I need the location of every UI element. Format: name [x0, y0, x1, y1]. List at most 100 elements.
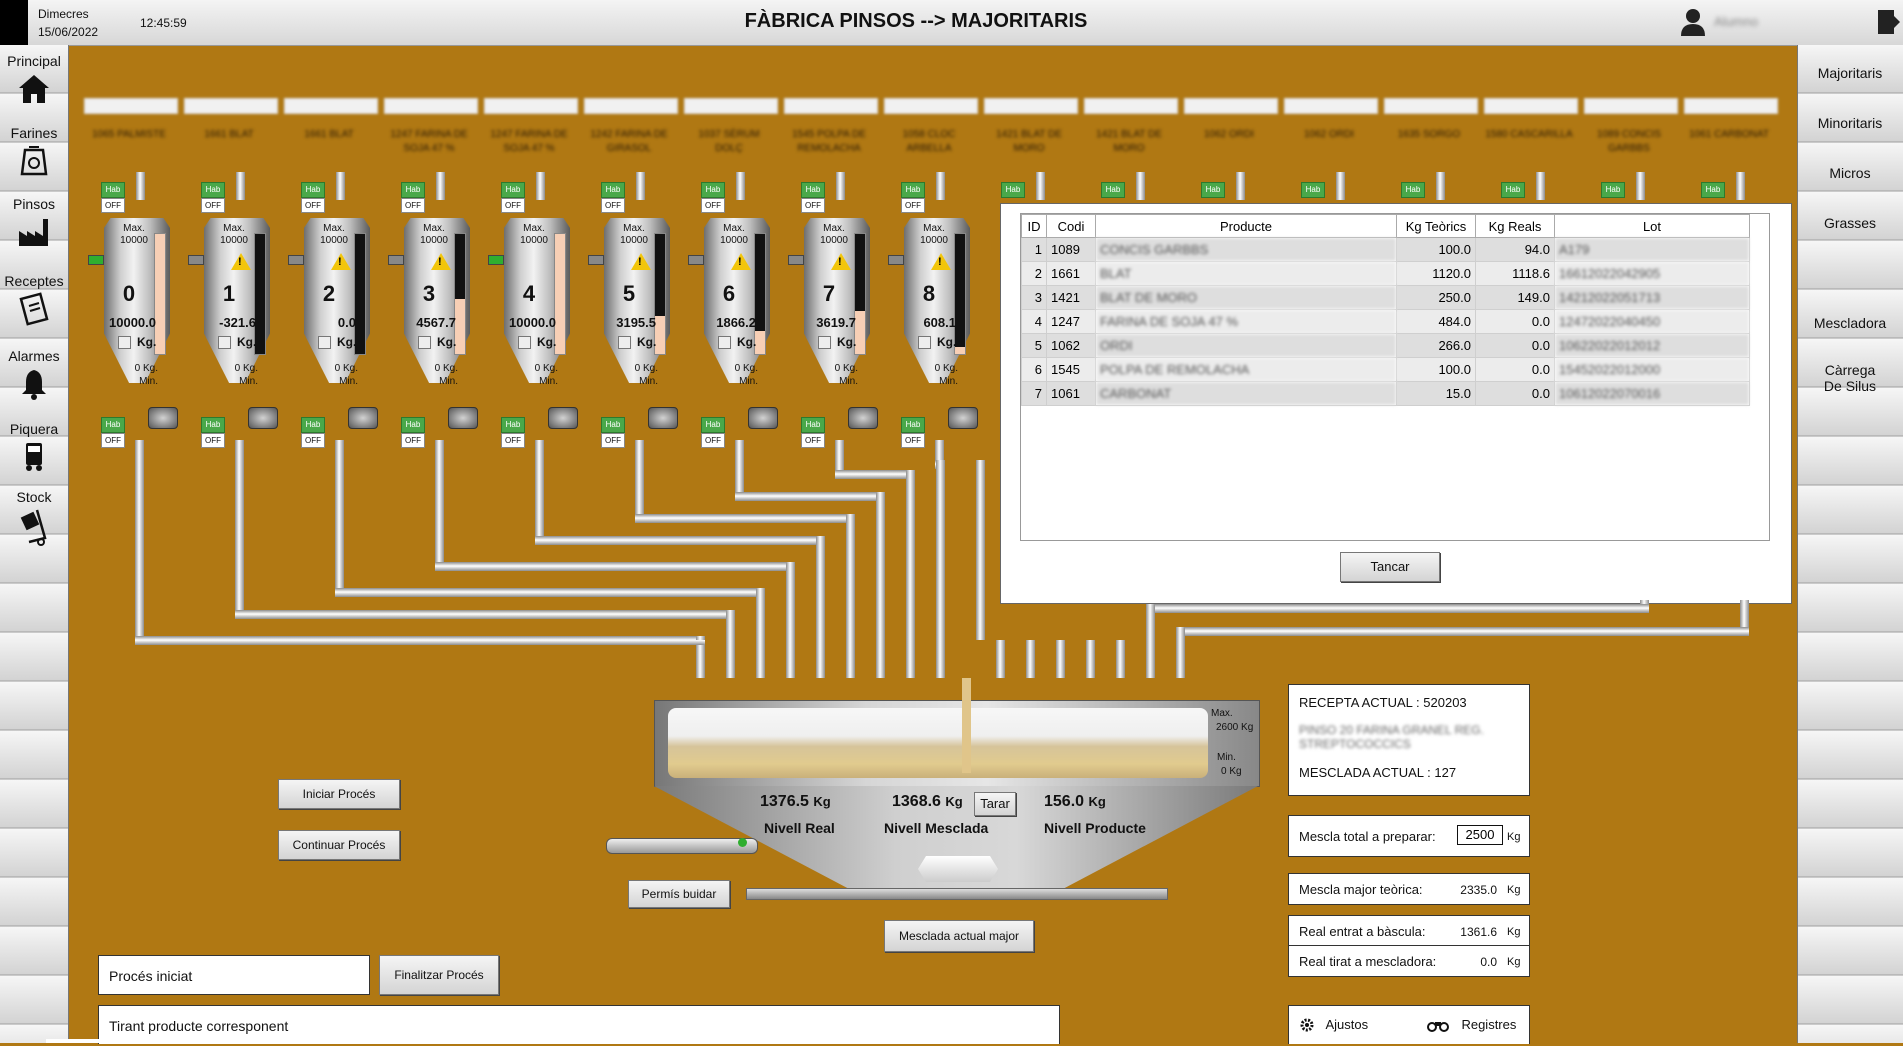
hab-button[interactable]: Hab — [1101, 182, 1125, 198]
silo-valve[interactable] — [688, 255, 704, 265]
kg-checkbox[interactable] — [918, 336, 931, 350]
tancar-button[interactable]: Tancar — [1340, 552, 1440, 582]
hab-button[interactable]: Hab — [1301, 182, 1325, 198]
off-button[interactable]: OFF — [501, 433, 525, 448]
silo-kg-toggle[interactable]: Kg. — [718, 335, 763, 350]
off-button[interactable]: OFF — [801, 433, 825, 448]
off-button[interactable]: OFF — [301, 198, 325, 213]
hab-button[interactable]: Hab — [801, 417, 825, 433]
hab-button[interactable]: Hab — [401, 182, 425, 198]
registres-button[interactable]: Registres — [1427, 1016, 1516, 1034]
off-button[interactable]: OFF — [701, 198, 725, 213]
silo-valve[interactable] — [788, 255, 804, 265]
sidebar-item-farines[interactable]: Farines — [0, 125, 68, 178]
kg-checkbox[interactable] — [818, 336, 831, 350]
hab-button[interactable]: Hab — [601, 417, 625, 433]
hab-button[interactable]: Hab — [401, 417, 425, 433]
hab-button[interactable]: Hab — [301, 417, 325, 433]
silo-valve[interactable] — [888, 255, 904, 265]
hab-button[interactable]: Hab — [1201, 182, 1225, 198]
hab-button[interactable]: Hab — [601, 182, 625, 198]
off-button[interactable]: OFF — [801, 198, 825, 213]
off-button[interactable]: OFF — [301, 433, 325, 448]
off-button[interactable]: OFF — [901, 433, 925, 448]
hab-button[interactable]: Hab — [1701, 182, 1725, 198]
user-icon[interactable] — [1680, 8, 1706, 36]
mesclada-actual-major-button[interactable]: Mesclada actual major — [884, 920, 1034, 952]
hab-button[interactable]: Hab — [901, 417, 925, 433]
off-button[interactable]: OFF — [401, 433, 425, 448]
off-button[interactable]: OFF — [601, 433, 625, 448]
silo-kg-toggle[interactable]: Kg. — [918, 335, 963, 350]
sidebar-item-piquera[interactable]: Piquera — [0, 421, 68, 474]
nav-minoritaris[interactable]: Minoritaris — [1817, 115, 1883, 131]
nav-grasses[interactable]: Grasses — [1823, 215, 1877, 231]
tarar-button[interactable]: Tarar — [974, 792, 1016, 816]
kg-checkbox[interactable] — [218, 336, 231, 350]
silo-kg-toggle[interactable]: Kg. — [118, 335, 163, 350]
hab-button[interactable]: Hab — [101, 417, 125, 433]
mescla-total-input[interactable]: 2500 — [1457, 825, 1503, 845]
hab-button[interactable]: Hab — [701, 182, 725, 198]
off-button[interactable]: OFF — [101, 198, 125, 213]
kg-checkbox[interactable] — [518, 336, 531, 350]
nav-majoritaris[interactable]: Majoritaris — [1817, 65, 1883, 81]
sidebar-item-receptes[interactable]: Receptes — [0, 273, 68, 326]
off-button[interactable]: OFF — [501, 198, 525, 213]
hab-button[interactable]: Hab — [301, 182, 325, 198]
sidebar-item-alarmes[interactable]: Alarmes — [0, 348, 68, 401]
exit-icon[interactable] — [1876, 8, 1900, 36]
kg-checkbox[interactable] — [418, 336, 431, 350]
off-button[interactable]: OFF — [701, 433, 725, 448]
sidebar-item-stock[interactable]: Stock — [0, 489, 68, 546]
hab-button[interactable]: Hab — [101, 182, 125, 198]
kg-checkbox[interactable] — [718, 336, 731, 350]
sidebar-item-pinsos[interactable]: Pinsos — [0, 196, 68, 249]
silo-valve[interactable] — [388, 255, 404, 265]
kg-checkbox[interactable] — [118, 336, 131, 350]
off-button[interactable]: OFF — [401, 198, 425, 213]
hab-button[interactable]: Hab — [901, 182, 925, 198]
hab-button[interactable]: Hab — [701, 417, 725, 433]
hab-button[interactable]: Hab — [201, 417, 225, 433]
hab-button[interactable]: Hab — [501, 417, 525, 433]
hab-button[interactable]: Hab — [1501, 182, 1525, 198]
off-button[interactable]: OFF — [201, 433, 225, 448]
continuar-proces-button[interactable]: Continuar Procés — [278, 830, 400, 860]
sidebar-item-principal[interactable]: Principal — [0, 53, 68, 106]
finalitzar-proces-button[interactable]: Finalitzar Procés — [379, 955, 499, 995]
silo-kg-toggle[interactable]: Kg. — [618, 335, 663, 350]
silo-valve[interactable] — [288, 255, 304, 265]
off-button[interactable]: OFF — [601, 198, 625, 213]
hab-button[interactable]: Hab — [501, 182, 525, 198]
nav-mescladora[interactable]: Mescladora — [1813, 315, 1887, 331]
nav-carrega-silus[interactable]: Càrrega De Silus — [1823, 362, 1877, 394]
silo-kg-toggle[interactable]: Kg. — [218, 335, 263, 350]
silo-valve[interactable] — [88, 255, 104, 265]
silo-kg-toggle[interactable]: Kg. — [818, 335, 863, 350]
hab-button[interactable]: Hab — [201, 182, 225, 198]
kg-checkbox[interactable] — [318, 336, 331, 350]
silo-kg-toggle[interactable]: Kg. — [518, 335, 563, 350]
hab-button[interactable]: Hab — [1401, 182, 1425, 198]
kg-checkbox[interactable] — [618, 336, 631, 350]
silo-valve[interactable] — [188, 255, 204, 265]
iniciar-proces-button[interactable]: Iniciar Procés — [278, 779, 400, 809]
off-button[interactable]: OFF — [901, 198, 925, 213]
hab-button[interactable]: Hab — [1001, 182, 1025, 198]
ajustos-button[interactable]: Ajustos — [1299, 1016, 1368, 1034]
silo-valve[interactable] — [488, 255, 504, 265]
off-button[interactable]: OFF — [101, 433, 125, 448]
permis-buidar-button[interactable]: Permís buidar — [628, 880, 730, 908]
off-button[interactable]: OFF — [201, 198, 225, 213]
silo-kg-toggle[interactable]: Kg. — [418, 335, 463, 350]
silo-valve[interactable] — [588, 255, 604, 265]
nav-micros[interactable]: Micros — [1829, 165, 1871, 181]
